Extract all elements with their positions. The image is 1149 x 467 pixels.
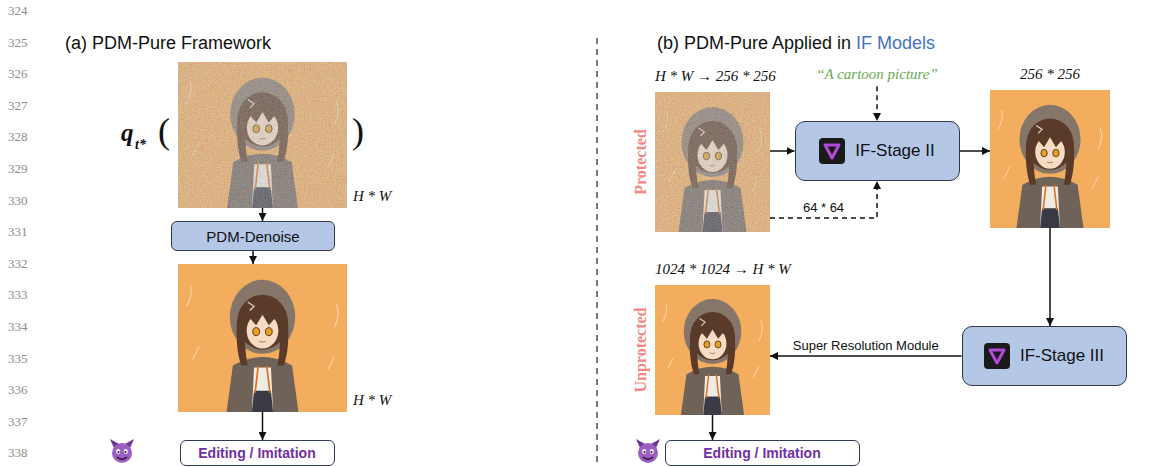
image-panel: 256 * 256 bbox=[990, 90, 1110, 228]
dimension-label: H * W bbox=[353, 188, 391, 205]
line-number: 328 bbox=[8, 130, 28, 145]
flow-arrow bbox=[252, 251, 254, 264]
anime-illustration bbox=[178, 62, 347, 208]
image-panel: H * W bbox=[178, 264, 347, 412]
dimension-label: H * W bbox=[353, 392, 391, 409]
line-number: 336 bbox=[8, 383, 28, 398]
line-number: 333 bbox=[8, 288, 28, 303]
node-text: Editing / Imitation bbox=[198, 445, 315, 461]
line-number: 335 bbox=[8, 352, 28, 367]
flow-arrow bbox=[262, 412, 264, 440]
flow-arrow bbox=[770, 150, 795, 152]
image-panel: H * W → 256 * 256Protected bbox=[655, 92, 770, 232]
line-number: 326 bbox=[8, 67, 28, 82]
image-panel: H * W bbox=[178, 62, 347, 208]
flow-arrow bbox=[960, 150, 991, 152]
node-text: IF-Stage II bbox=[855, 141, 934, 161]
prompt-text: “A cartoon picture” bbox=[816, 66, 938, 83]
panel-separator bbox=[596, 38, 597, 462]
panel-title: IF Models bbox=[856, 33, 935, 54]
edge-label: 64 * 64 bbox=[800, 200, 847, 215]
line-number: 325 bbox=[8, 36, 28, 51]
anime-illustration bbox=[990, 90, 1110, 228]
devil-icon bbox=[110, 439, 134, 463]
math-symbol: q bbox=[121, 119, 134, 148]
line-number: 331 bbox=[8, 225, 28, 240]
action-box: Editing / Imitation bbox=[665, 440, 860, 466]
edge-label: Super Resolution Module bbox=[790, 338, 942, 353]
anime-illustration bbox=[655, 92, 770, 232]
flow-arrow bbox=[770, 355, 962, 357]
node-text: IF-Stage III bbox=[1020, 346, 1104, 366]
flow-arrow bbox=[262, 208, 264, 221]
line-number: 327 bbox=[8, 99, 28, 114]
line-number: 330 bbox=[8, 194, 28, 209]
math-bracket: ( bbox=[158, 111, 170, 152]
dimension-label: 1024 * 1024 → H * W bbox=[655, 261, 791, 278]
dimension-label: H * W → 256 * 256 bbox=[655, 68, 776, 85]
anime-illustration bbox=[655, 285, 770, 415]
status-label: Protected bbox=[632, 129, 650, 194]
math-bracket: ) bbox=[352, 111, 364, 152]
status-label: Unprotected bbox=[632, 307, 650, 392]
line-number: 324 bbox=[8, 4, 28, 19]
image-panel: 1024 * 1024 → H * WUnprotected bbox=[655, 285, 770, 415]
devil-icon bbox=[636, 439, 660, 463]
flow-arrow bbox=[1049, 228, 1051, 326]
anime-illustration bbox=[178, 264, 347, 412]
model-stage-box: IF-Stage II bbox=[795, 121, 960, 181]
dimension-label: 256 * 256 bbox=[1020, 66, 1080, 83]
node-text: PDM-Denoise bbox=[206, 228, 299, 245]
line-number: 337 bbox=[8, 415, 28, 430]
line-number: 338 bbox=[8, 446, 28, 461]
line-number: 332 bbox=[8, 257, 28, 272]
title-group: (b) PDM-Pure Applied inIF Models bbox=[657, 33, 935, 54]
panel-title: (a) PDM-Pure Framework bbox=[65, 33, 271, 54]
model-stage-box: IF-Stage III bbox=[962, 326, 1127, 386]
flow-arrow bbox=[770, 181, 877, 218]
line-number: 334 bbox=[8, 320, 28, 335]
math-subscript: t* bbox=[135, 137, 146, 153]
action-box: Editing / Imitation bbox=[180, 440, 335, 466]
line-number: 329 bbox=[8, 162, 28, 177]
prompt-arrow bbox=[876, 86, 878, 121]
model-logo bbox=[819, 138, 845, 164]
panel-title: (b) PDM-Pure Applied in bbox=[657, 33, 851, 54]
node-text: Editing / Imitation bbox=[703, 445, 820, 461]
flow-arrow bbox=[712, 415, 714, 440]
model-logo bbox=[984, 343, 1010, 369]
process-box: PDM-Denoise bbox=[171, 221, 335, 251]
